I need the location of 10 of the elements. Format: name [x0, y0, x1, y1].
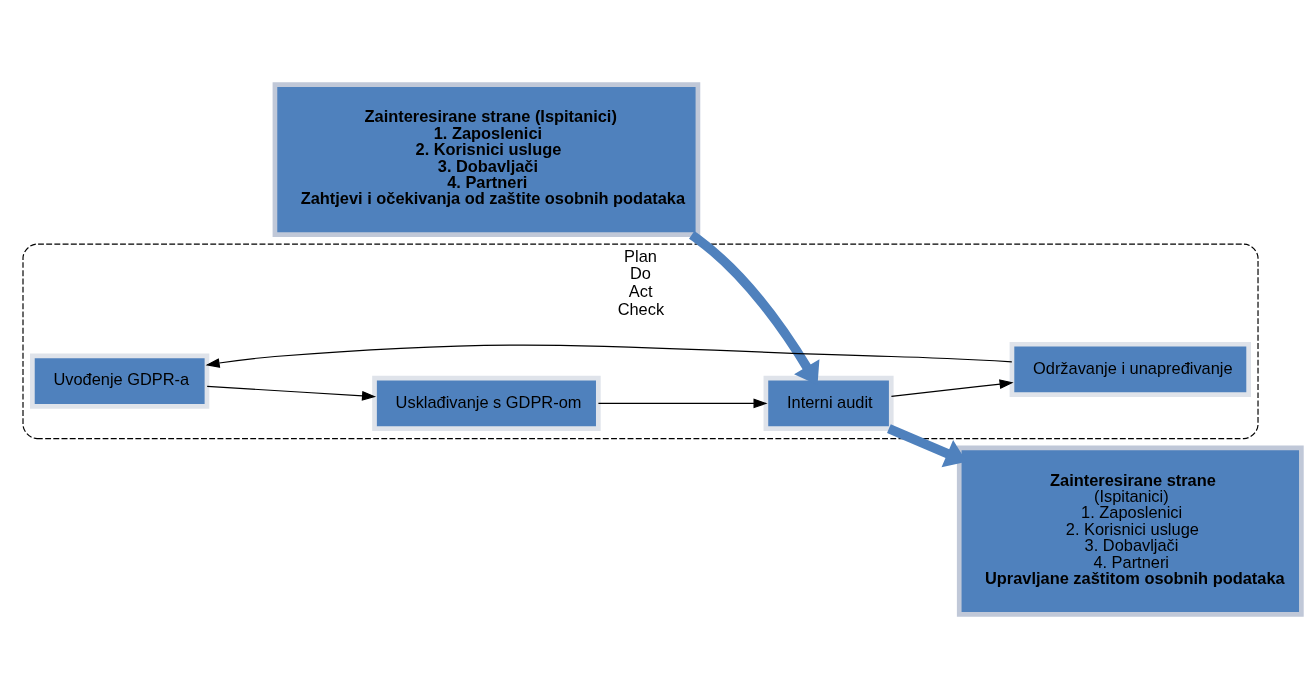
node-box: Održavanje i unapređivanje: [1009, 341, 1251, 397]
node-box: Zainteresirane strane (Ispitanici) 1. Zaposlenici 2. Korisnici usluge 3. Dobavljači 4. Partneri Zahtjevi i očekivanja od zaštite osobnih podataka: [272, 81, 701, 237]
node-box: Interni audit: [763, 375, 894, 431]
node-box: Usklađivanje s GDPR-om: [372, 375, 601, 431]
node-box: Uvođenje GDPR-a: [30, 353, 210, 409]
arrow: [890, 378, 1014, 397]
node-box: Zainteresirane strane (Ispitanici) 1. Zaposlenici 2. Korisnici usluge 3. Dobavljači 4. Partneri Upravljane zaštitom osobnih podataka: [956, 445, 1304, 617]
arrow: [206, 385, 377, 401]
arrow: [205, 343, 1013, 368]
arrow: [597, 397, 768, 408]
